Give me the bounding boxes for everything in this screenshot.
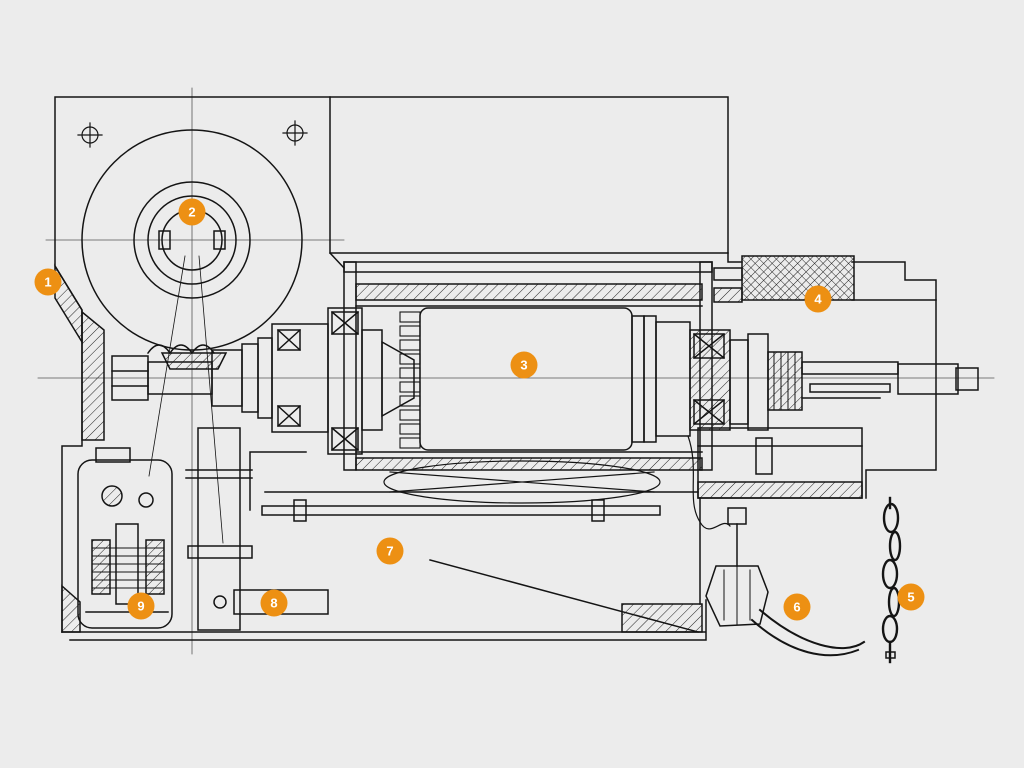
callout-badge-9[interactable]: 9 [127, 592, 155, 620]
support-post [185, 427, 253, 631]
adjust-rod [249, 451, 661, 522]
spring-assembly [77, 447, 173, 629]
motor-rotor [419, 307, 731, 451]
callout-badge-1[interactable]: 1 [34, 268, 62, 296]
housing [54, 96, 743, 641]
callout-badge-3[interactable]: 3 [510, 351, 538, 379]
callout-badge-7[interactable]: 7 [376, 537, 404, 565]
callout-badge-5[interactable]: 5 [897, 583, 925, 611]
bolt-holes [77, 120, 308, 148]
callout-badge-2[interactable]: 2 [178, 198, 206, 226]
wire [687, 435, 731, 530]
gearbox [697, 255, 979, 499]
callout-badge-8[interactable]: 8 [260, 589, 288, 617]
cooling-fan [383, 460, 661, 504]
drive-gear [81, 129, 303, 544]
callout-badge-6[interactable]: 6 [783, 593, 811, 621]
release-knob [705, 507, 866, 657]
callout-badge-4[interactable]: 4 [804, 285, 832, 313]
